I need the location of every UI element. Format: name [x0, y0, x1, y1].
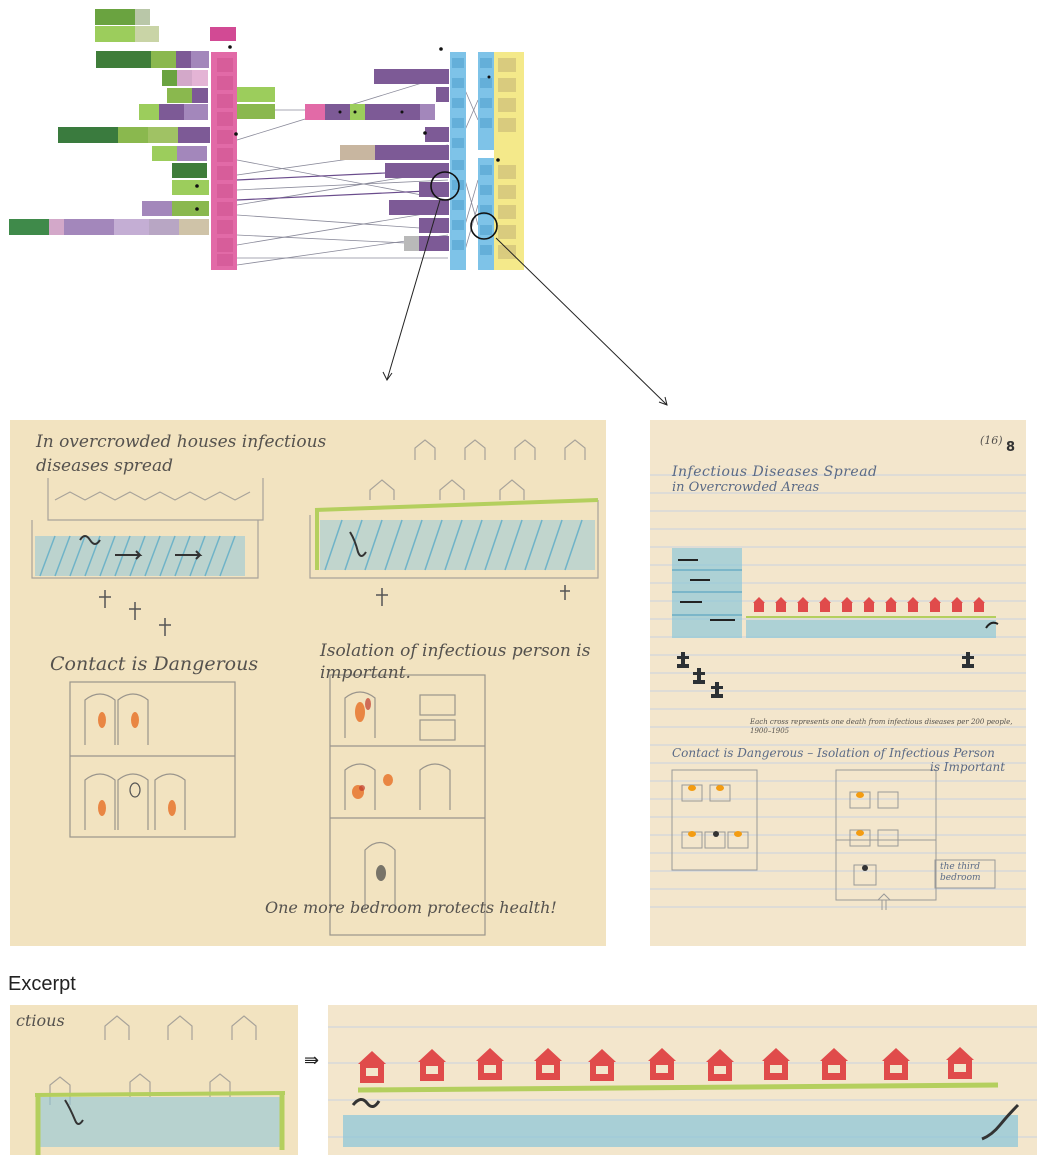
sketch-right-title-line1: Infectious Diseases Spread [672, 464, 878, 480]
implication-arrow-icon: ⇛ [304, 1050, 320, 1071]
middle-row [237, 87, 435, 120]
sketch-paper-right: (16) 8 Infectious Diseases Spread in Ove… [650, 420, 1026, 946]
sketch-left-contact-label: Contact is Dangerous [50, 653, 259, 675]
excerpt-left-fragment: ctious [16, 1011, 65, 1030]
sketch-left-isolation-label: Isolation of infectious person is import… [320, 641, 591, 683]
sketch-right-important: is Important [930, 760, 1006, 774]
right-thumbnail-rows [340, 69, 449, 251]
marker-dots [195, 45, 500, 211]
pencil-sketch-left [31, 439, 599, 936]
excerpt-label: Excerpt [8, 973, 76, 995]
excerpt-right-crop [328, 1005, 1037, 1155]
pointer-arrows [382, 199, 668, 406]
sketch-paper-left: In overcrowded houses infectious disease… [10, 420, 606, 946]
thumbnail-network-diagram [9, 9, 668, 406]
ruled-sketch-right [650, 474, 1026, 910]
sketch-left-heading: In overcrowded houses infectious disease… [36, 432, 327, 476]
sketch-right-legend-note: Each cross represents one death from inf… [750, 718, 1013, 735]
sketch-right-page-number: 8 [1006, 440, 1016, 455]
highlight-circle-blue [470, 212, 498, 240]
sketch-right-page-ref: (16) [980, 434, 1003, 447]
sketch-right-contact-line: Contact is Dangerous – Isolation of Infe… [672, 746, 995, 760]
excerpt-left-crop: ctious [10, 1005, 298, 1155]
sketch-right-title-line2: in Overcrowded Areas [672, 480, 820, 495]
highlight-circle-purple [430, 171, 460, 201]
sketch-right-third-bedroom: the third bedroom [940, 862, 981, 883]
left-thumbnail-rows [9, 9, 210, 235]
sketch-left-bottom-note: One more bedroom protects health! [265, 898, 557, 917]
excerpt-houses-strip [328, 1026, 1037, 1147]
